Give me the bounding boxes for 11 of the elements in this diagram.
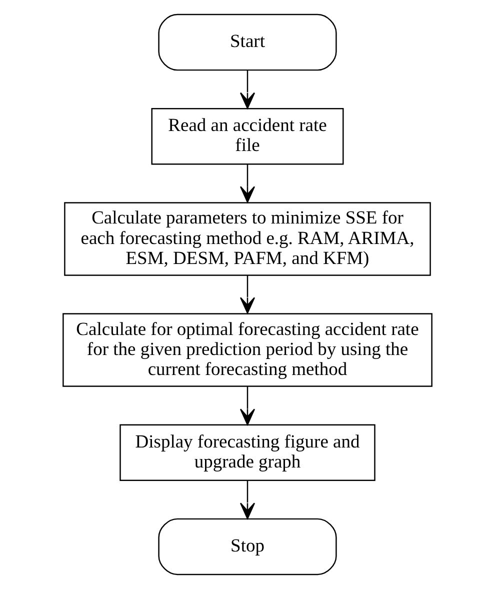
arrow	[240, 386, 256, 426]
arrow	[240, 275, 256, 314]
arrow	[240, 164, 256, 203]
arrow	[240, 480, 256, 520]
node-box: Calculate parameters to minimize SSE for each forecasting method e.g. RAM, ARIMA, ESM, DESM, PAFM, and KFM)	[64, 202, 431, 276]
node-box: Stop	[158, 518, 337, 576]
node-box: Calculate for optimal forecasting accident rate for the given prediction period by using the current forecasting method	[62, 313, 432, 387]
node-box: Start	[158, 14, 337, 71]
node-box: Read an accident rate file	[151, 108, 344, 165]
node-box: Display forecasting figure and upgrade graph	[120, 424, 376, 481]
arrow	[240, 70, 256, 109]
